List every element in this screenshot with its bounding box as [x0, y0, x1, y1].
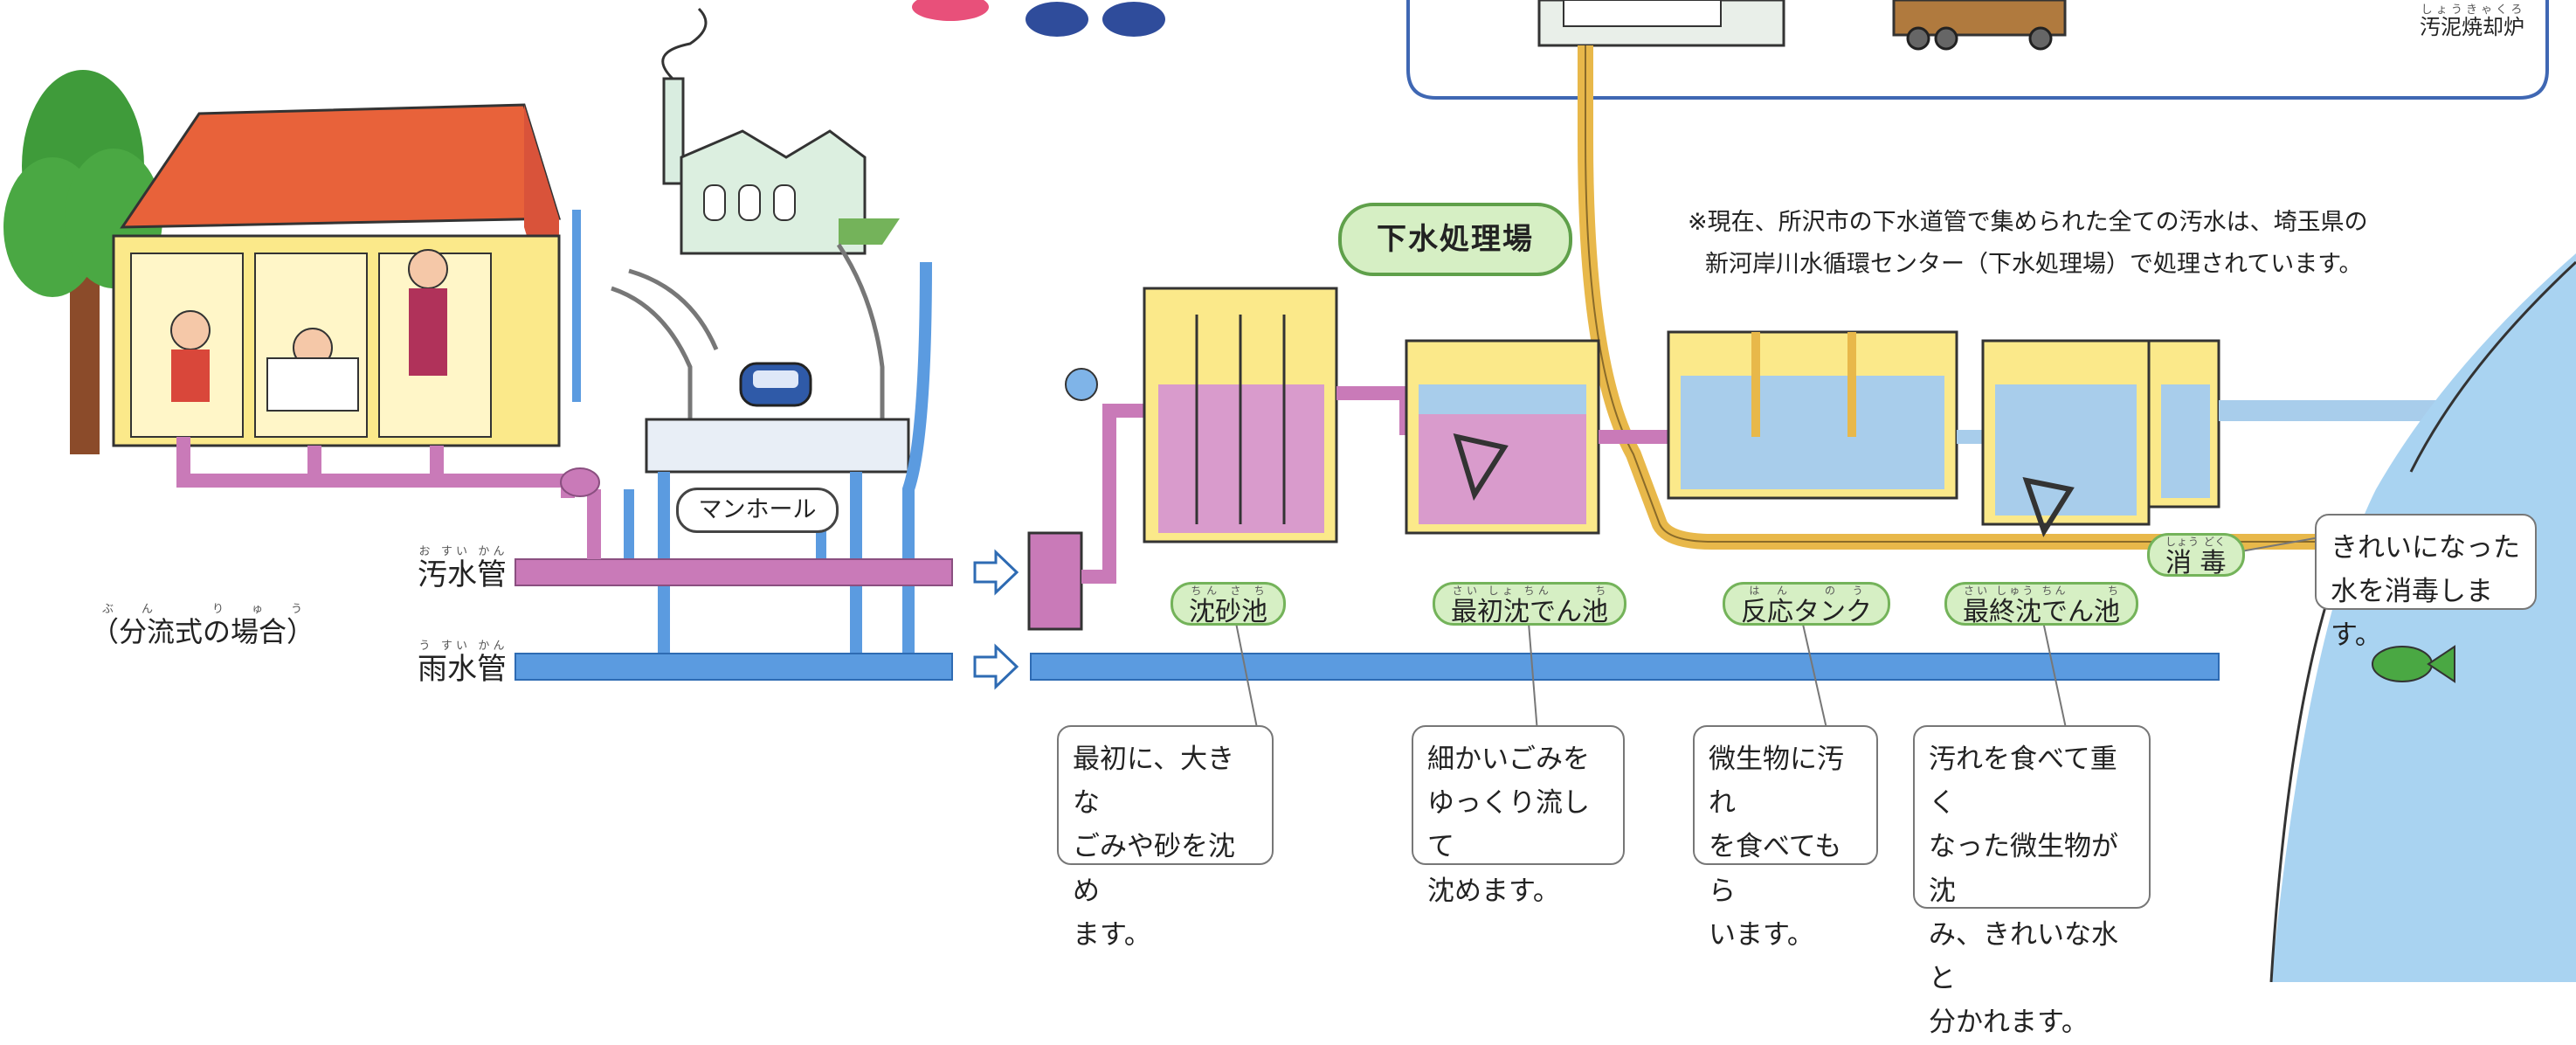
plant-title: 下水処理場	[1338, 203, 1572, 276]
tank-tag-primary: 最初沈でん池さい しょ ちん ち	[1433, 582, 1626, 627]
note-line-2: 新河岸川水循環センター（下水処理場）で処理されています。	[1705, 251, 2363, 278]
callout-disinfect: きれいになった 水を消毒します。	[2315, 514, 2537, 651]
incinerator-label: 汚泥焼却炉しょうきゃくろ	[2420, 3, 2524, 39]
note-line-1: ※現在、所沢市の下水道管で集められた全ての汚水は、埼玉県の	[1688, 209, 2368, 236]
callout-final: 汚れを食べて重く なった微生物が沈 み、きれいな水と 分かれます。	[1913, 725, 2151, 1038]
callout-grit: 最初に、大きな ごみや砂を沈め ます。	[1057, 725, 1274, 951]
tank-tag-final: 最終沈でん池さい しゅう ちん ち	[1944, 582, 2138, 627]
fish-icon	[2372, 645, 2455, 683]
house-icon	[112, 103, 575, 498]
factory-icon	[661, 7, 900, 255]
callout-reaction: 微生物に汚れ を食べてもら います。	[1693, 725, 1878, 951]
car-icon	[739, 362, 812, 407]
incinerator-building-icon	[1537, 0, 1785, 47]
sewage-treatment-diagram	[3, 0, 2576, 982]
tank-tag-disinfect: 消 毒しょう どく	[2147, 533, 2245, 578]
tank-tag-grit: 沈砂池ちん さ ち	[1171, 582, 1286, 627]
callout-primary: 細かいごみを ゆっくり流して 沈めます。	[1412, 725, 1625, 907]
rain-pipe-label: 雨水管う すい かん	[418, 640, 507, 687]
truck-icon	[1892, 0, 2067, 51]
sewage-pipe-label: 汚水管お すい かん	[418, 545, 507, 592]
manhole-label: マンホール	[676, 488, 839, 533]
tree-icon	[3, 70, 162, 454]
tank-tag-reaction: 反応タンクはん のう	[1723, 582, 1890, 627]
arrow-right-icon	[973, 549, 1019, 690]
separate-system-label: （分流式の場合）ぶん りゅう	[91, 603, 315, 648]
